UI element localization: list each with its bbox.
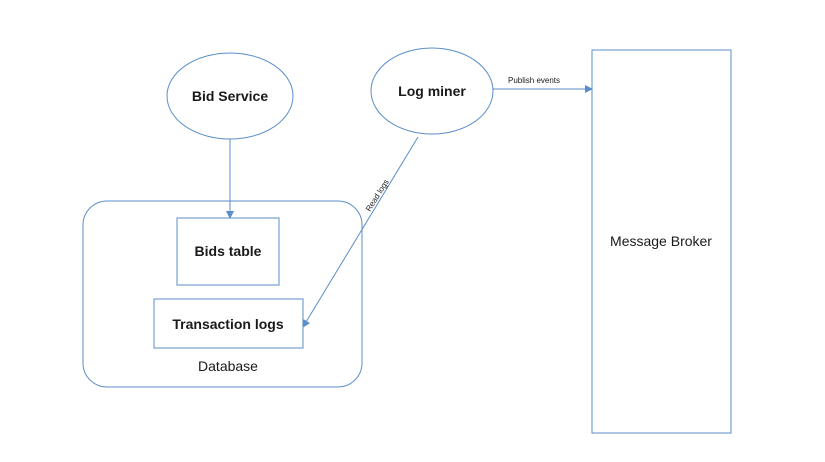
bids-table-node: Bids table — [176, 217, 280, 286]
bid-service-label: Bid Service — [192, 88, 268, 104]
read-logs-arrow — [302, 136, 419, 328]
publish-events-label: Publish events — [508, 76, 560, 85]
transaction-logs-node: Transaction logs — [153, 298, 304, 349]
bid-service-node: Bid Service — [166, 52, 294, 140]
database-label: Database — [198, 358, 258, 374]
message-broker-node: Message Broker — [591, 49, 732, 434]
log-miner-label: Log miner — [398, 83, 466, 99]
bids-table-label: Bids table — [195, 243, 262, 259]
message-broker-label: Message Broker — [610, 233, 712, 249]
transaction-logs-label: Transaction logs — [172, 316, 283, 332]
log-miner-node: Log miner — [370, 47, 494, 135]
read-logs-label: Read logs — [364, 178, 391, 213]
